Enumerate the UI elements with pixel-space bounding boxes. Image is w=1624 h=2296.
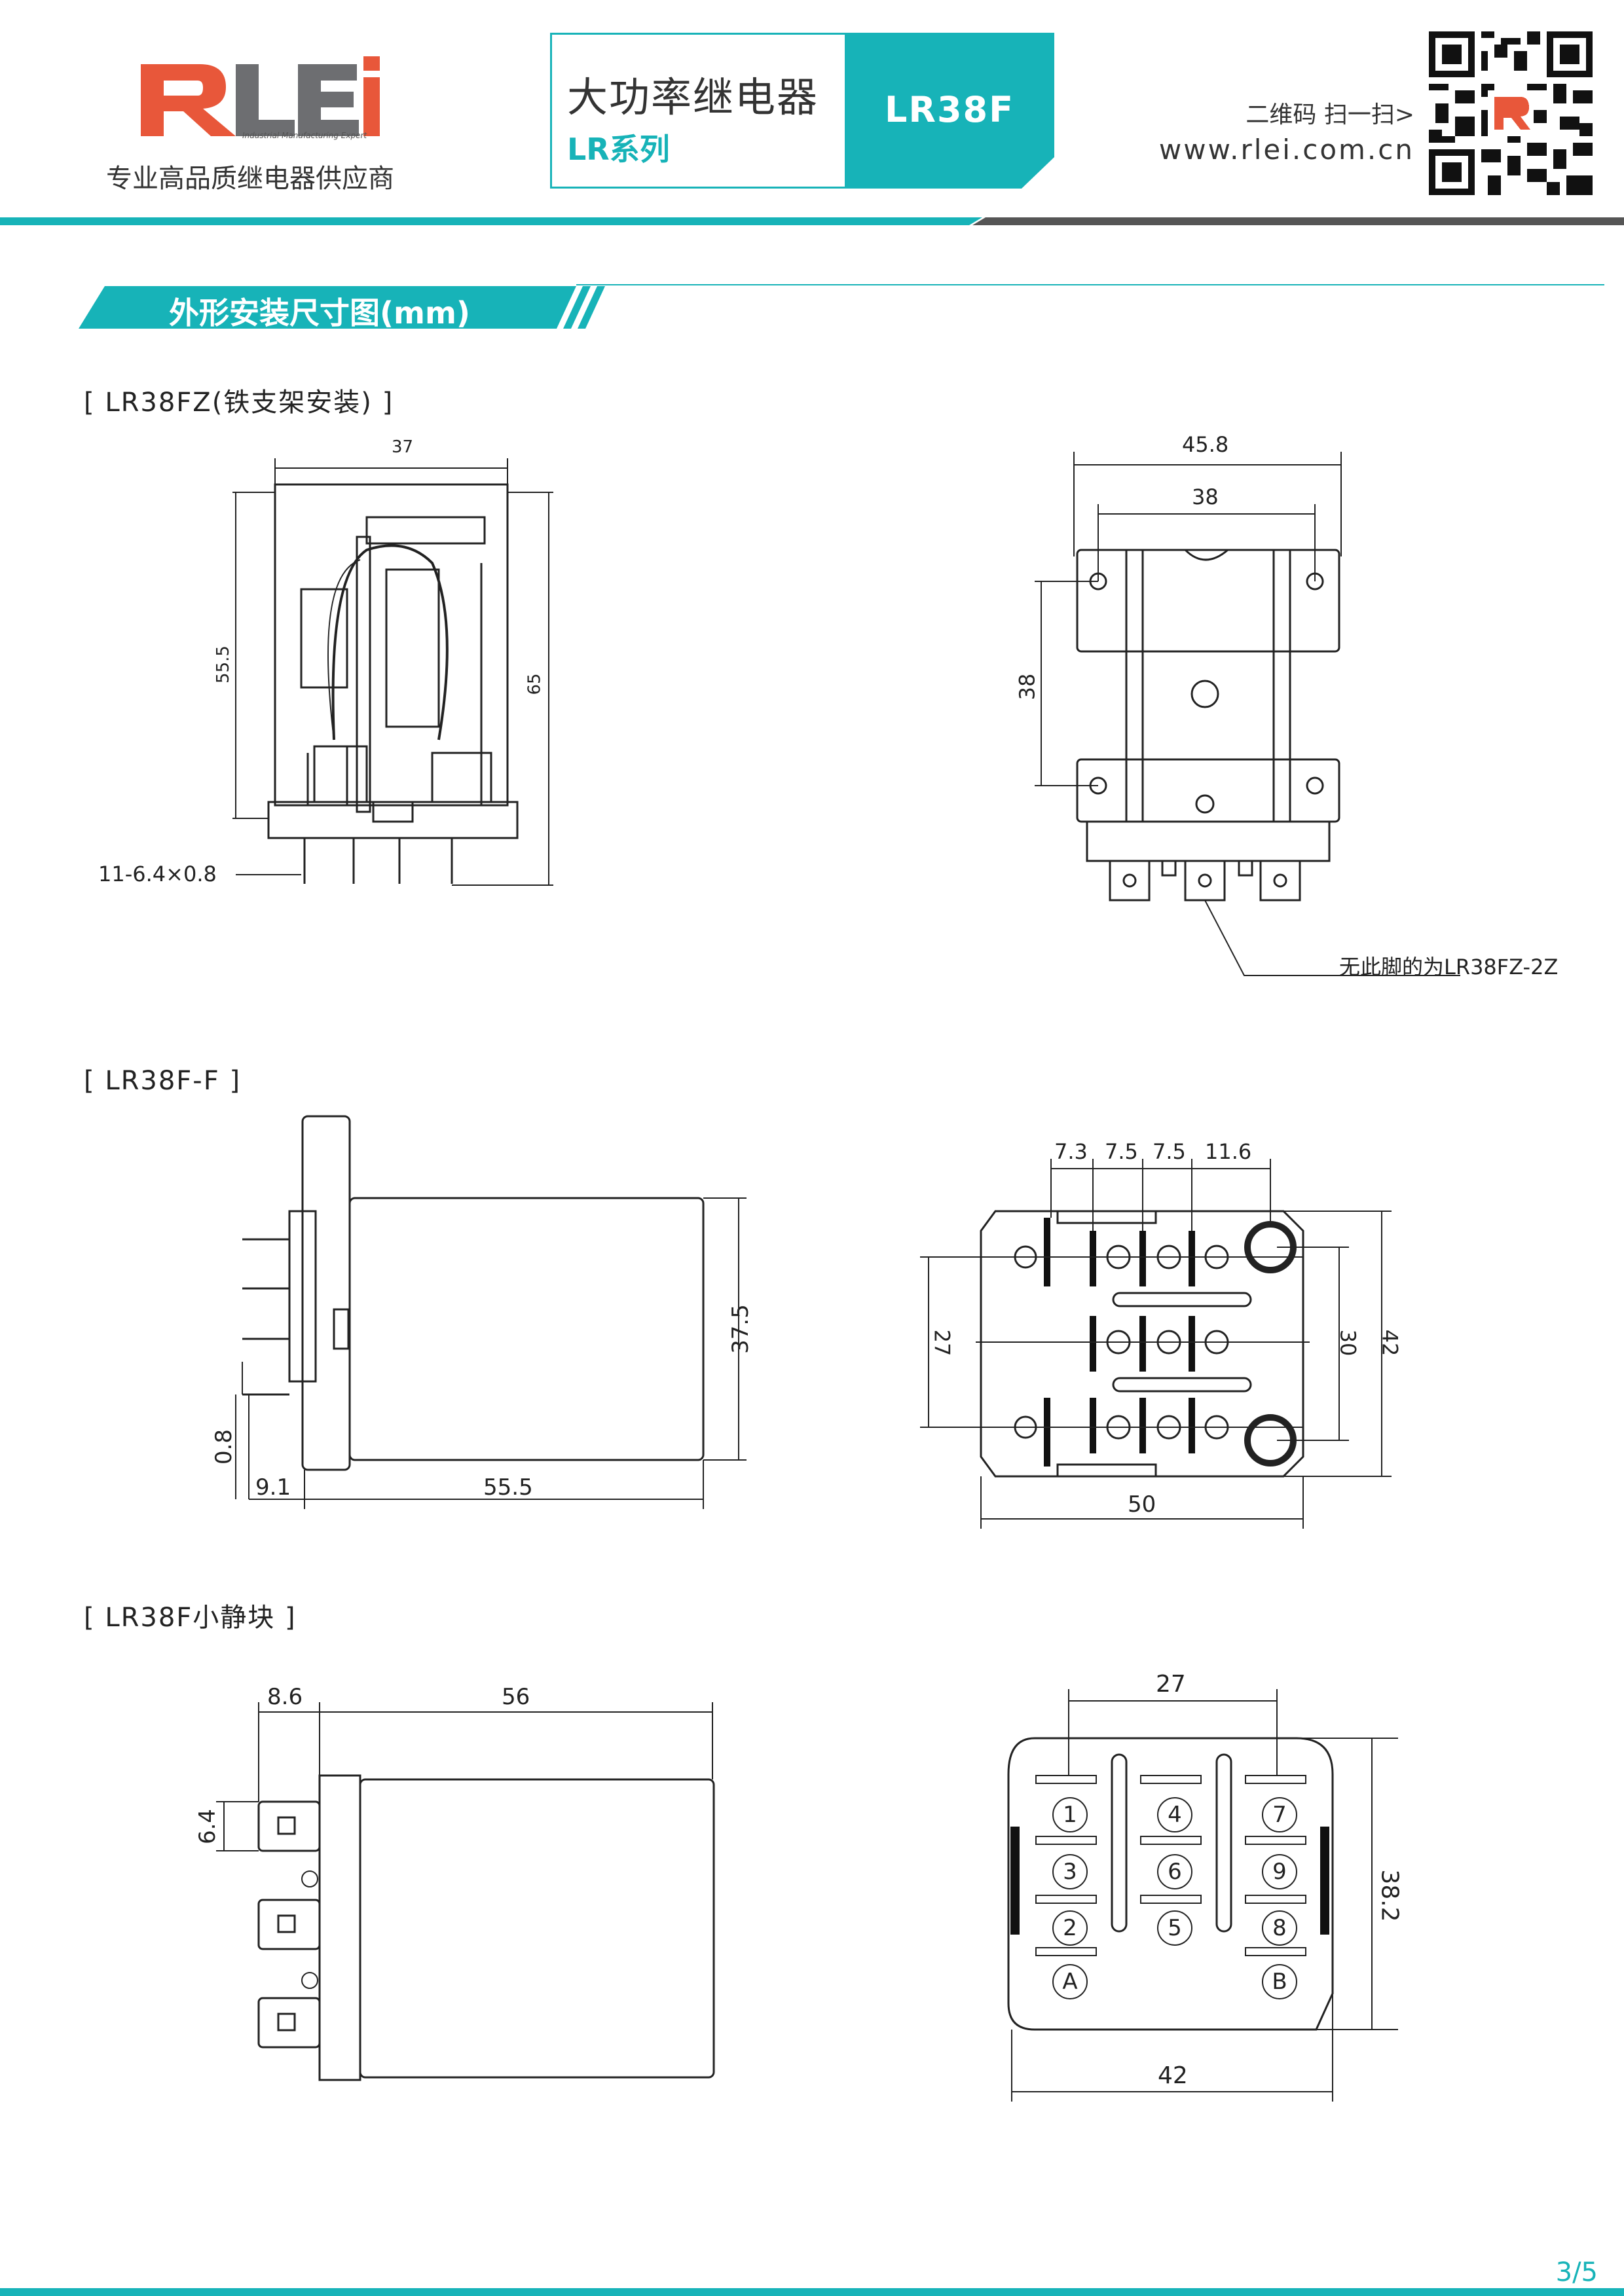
footer-bar — [0, 2288, 1624, 2296]
pin-b: B — [1262, 1964, 1297, 1999]
model-tab — [845, 33, 1054, 189]
tagline: 专业高品质继电器供应商 — [106, 164, 394, 194]
fz-side-view — [232, 458, 553, 886]
pin-5: 5 — [1157, 1910, 1192, 1946]
fz-dim-width-outer: 45.8 — [1182, 432, 1229, 457]
block-dim-length: 56 — [502, 1684, 530, 1710]
brand-logo — [138, 51, 380, 149]
pin-2: 2 — [1052, 1910, 1088, 1946]
f-dim-d3: 7.5 — [1153, 1139, 1186, 1164]
block-dim-offset: 8.6 — [267, 1684, 303, 1710]
qr-code-icon[interactable] — [1429, 31, 1593, 195]
drawing-title-f: [ LR38F-F ] — [84, 1066, 242, 1096]
pin-a: A — [1052, 1964, 1088, 1999]
pin-1: 1 — [1052, 1797, 1088, 1832]
section-title: 外形安装尺寸图(mm) — [169, 295, 470, 331]
block-dim-spacing: 27 — [1156, 1671, 1186, 1698]
f-bottom-view — [920, 1159, 1392, 1529]
fz-dim-width: 37 — [392, 437, 414, 457]
corner-fold-icon — [1022, 157, 1054, 189]
product-series: LR系列 — [567, 132, 670, 167]
drawing-title-block: [ LR38F小静块 ] — [84, 1603, 297, 1633]
block-dim-width: 42 — [1158, 2062, 1188, 2089]
model-number: LR38F — [884, 89, 1015, 130]
pin-4: 4 — [1157, 1797, 1192, 1832]
section-bar — [79, 284, 1604, 329]
block-dim-pitch: 6.4 — [194, 1808, 221, 1845]
f-dim-d1: 7.3 — [1054, 1139, 1088, 1164]
pin-9: 9 — [1262, 1854, 1297, 1889]
website-link[interactable]: www.rlei.com.cn — [1158, 134, 1414, 166]
f-dim-length: 55.5 — [483, 1474, 533, 1501]
pin-7: 7 — [1262, 1797, 1297, 1832]
header-divider — [0, 217, 1624, 225]
drawing-title-fz: [ LR38FZ(铁支架安装) ] — [84, 388, 394, 418]
pin-3: 3 — [1052, 1854, 1088, 1889]
f-dim-d2: 7.5 — [1105, 1139, 1138, 1164]
qr-hint: 二维码 扫一扫> — [1246, 101, 1414, 128]
fz-dim-terminal: 11-6.4×0.8 — [98, 862, 217, 886]
page-number: 3/5 — [1555, 2257, 1598, 2287]
block-dim-height: 38.2 — [1376, 1869, 1403, 1922]
block-bottom-view — [1007, 1689, 1398, 2102]
brand-subtitle: Industrial Manufacturing Expert — [242, 131, 367, 140]
f-dim-offset: 9.1 — [255, 1474, 291, 1501]
pin-6: 6 — [1157, 1854, 1192, 1889]
pin-8: 8 — [1262, 1910, 1297, 1946]
block-side-view — [216, 1702, 715, 2081]
f-dim-d4: 11.6 — [1205, 1139, 1252, 1164]
f-dim-width: 50 — [1128, 1491, 1156, 1518]
f-side-view — [235, 1115, 747, 1509]
fz-note: 无此脚的为LR38FZ-2Z — [1339, 955, 1559, 979]
rlei-logo-icon — [141, 56, 380, 136]
fz-front-view — [1035, 452, 1460, 976]
fz-dim-width-inner: 38 — [1192, 484, 1219, 509]
product-title: 大功率继电器 — [567, 73, 819, 121]
